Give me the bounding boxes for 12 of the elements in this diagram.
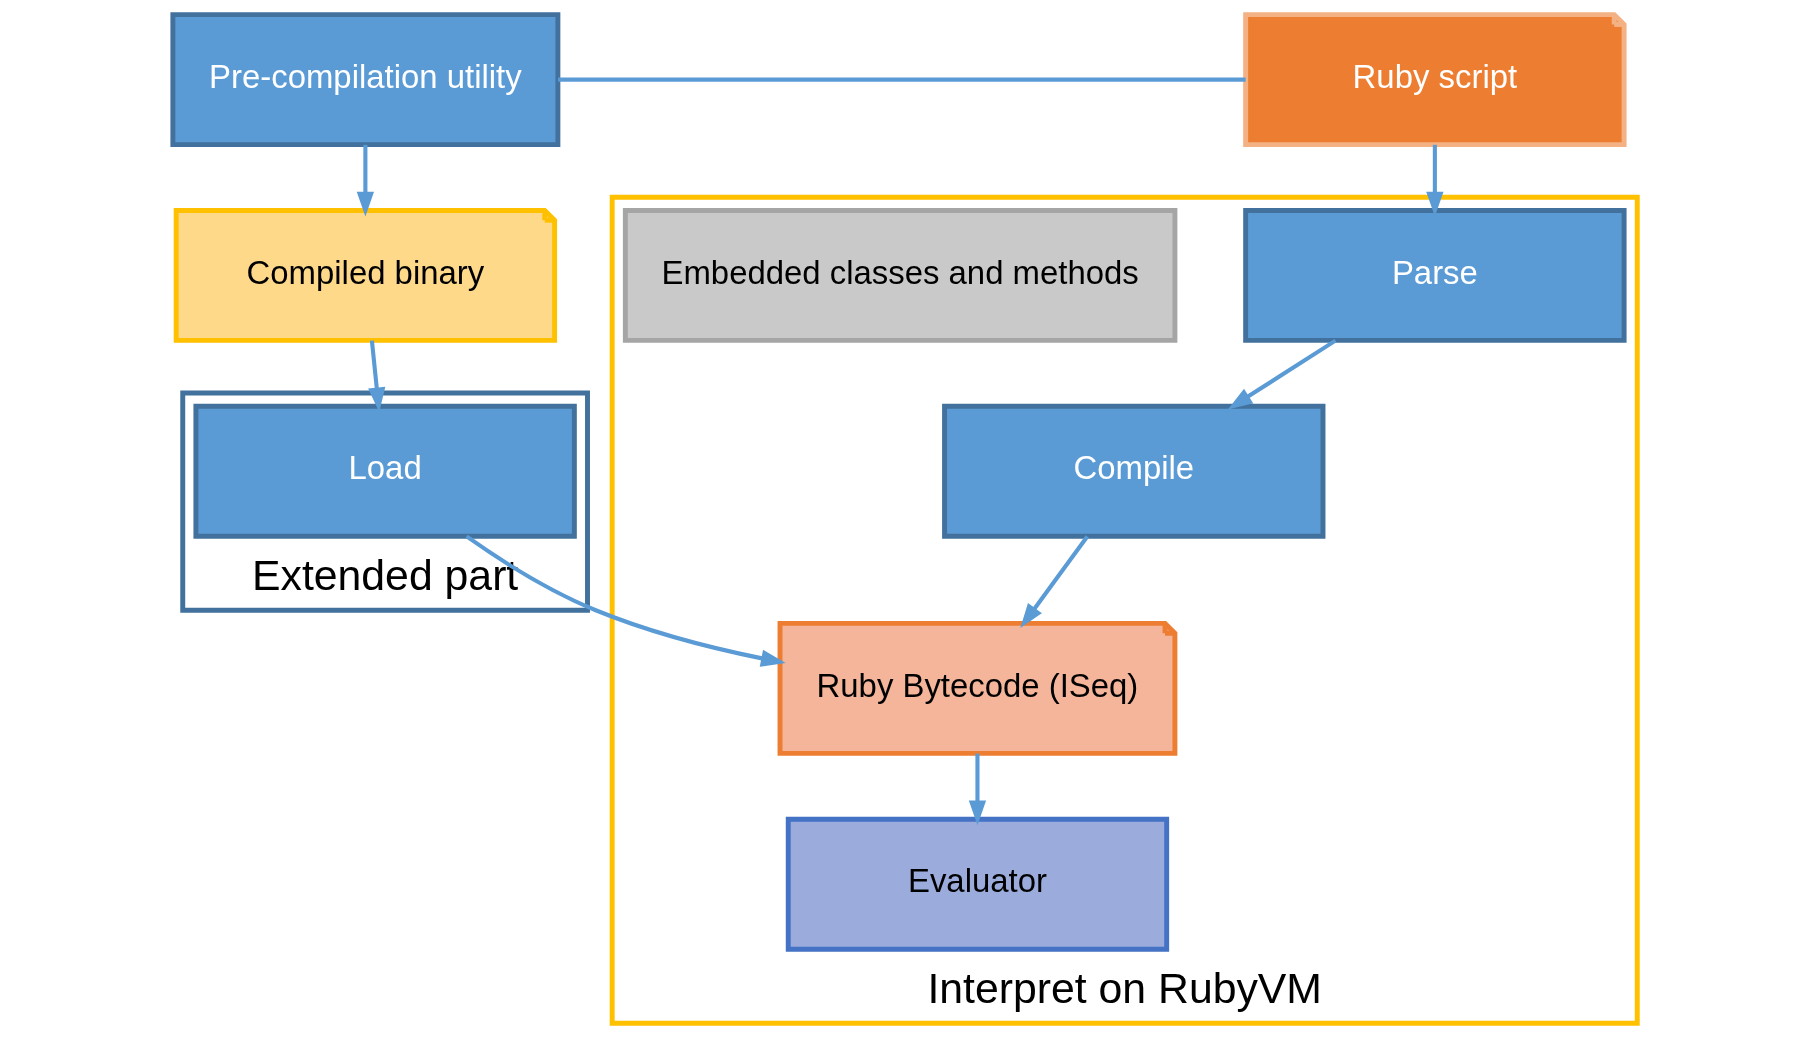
connector <box>557 77 1246 82</box>
node-box: Load <box>192 403 577 539</box>
arrow <box>1227 338 1337 410</box>
node-box: Pre-compilation utility <box>169 12 560 148</box>
arrow <box>1019 535 1089 629</box>
node-box: Parse <box>1242 207 1627 343</box>
arrow <box>968 753 986 826</box>
node-box: Evaluator <box>785 816 1169 952</box>
arrow <box>356 144 374 217</box>
node-box: Compile <box>941 403 1325 539</box>
arrow <box>464 534 786 667</box>
node-box: Embedded classes and methods <box>622 207 1177 343</box>
